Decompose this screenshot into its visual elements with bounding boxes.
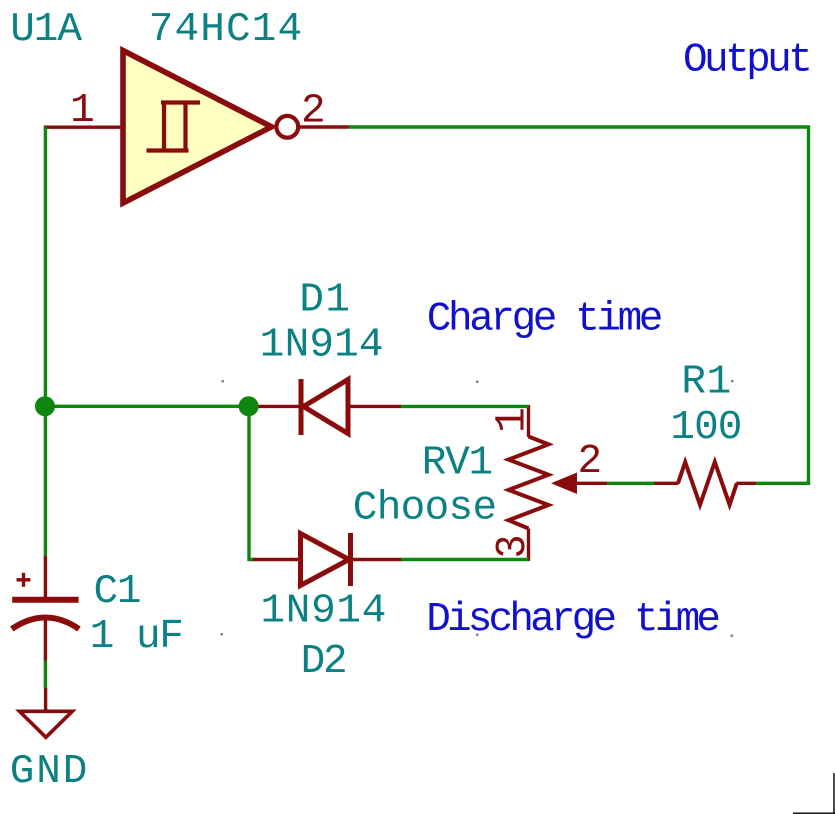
svg-text:D2: D2	[301, 639, 348, 685]
svg-text:2: 2	[578, 439, 603, 485]
svg-text:Output: Output	[683, 38, 813, 84]
svg-text:D1: D1	[299, 277, 350, 323]
svg-text:Discharge time: Discharge time	[426, 597, 721, 643]
svg-text:GND: GND	[10, 749, 88, 795]
svg-text:Choose: Choose	[353, 486, 497, 532]
svg-text:U1A: U1A	[10, 7, 82, 53]
svg-text:1N914: 1N914	[261, 589, 387, 635]
svg-text:100: 100	[670, 405, 742, 451]
svg-text:74HC14: 74HC14	[149, 7, 302, 53]
svg-text:1: 1	[488, 407, 537, 433]
svg-text:1N914: 1N914	[260, 322, 384, 368]
svg-text:RV1: RV1	[422, 441, 493, 487]
svg-text:1 uF: 1 uF	[90, 614, 184, 660]
svg-text:C1: C1	[94, 569, 142, 615]
svg-text:3: 3	[489, 534, 538, 558]
svg-text:R1: R1	[681, 360, 731, 406]
svg-text:Charge time: Charge time	[427, 297, 664, 343]
svg-text:2: 2	[301, 89, 326, 135]
svg-text:1: 1	[70, 88, 95, 134]
